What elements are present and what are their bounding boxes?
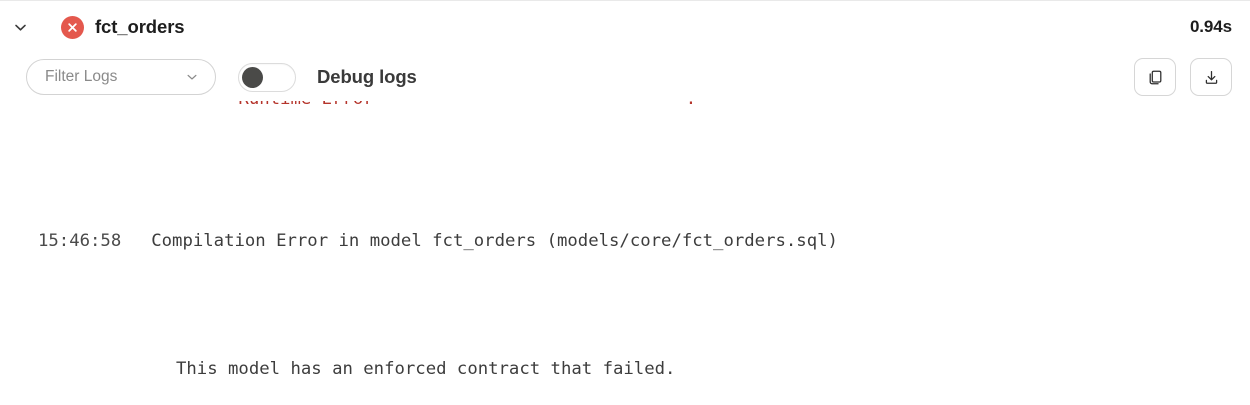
download-icon: [1203, 69, 1220, 86]
filter-logs-select[interactable]: Filter Logs: [26, 59, 216, 95]
toggle-knob: [242, 66, 263, 88]
debug-logs-label: Debug logs: [317, 66, 417, 87]
log-timestamp: 15:46:58: [38, 231, 122, 251]
debug-logs-toggle[interactable]: [238, 62, 296, 92]
collapse-toggle-button[interactable]: [6, 13, 34, 41]
log-entry-group: 15:46:58 Compilation Error in model fct_o…: [0, 129, 1250, 405]
status-badge-error: [61, 15, 84, 39]
log-line: This model has an enforced contract that…: [176, 359, 676, 379]
chevron-down-icon: [13, 20, 28, 35]
log-panel-toolbar: Filter Logs Debug logs: [0, 53, 1250, 101]
copy-logs-button[interactable]: [1134, 58, 1176, 96]
log-line-clipped-previous: Runtime Error .: [0, 101, 696, 115]
copy-icon: [1147, 69, 1164, 86]
log-message: Compilation Error in model fct_orders (m…: [151, 231, 838, 251]
error-x-icon: [66, 21, 79, 34]
download-logs-button[interactable]: [1190, 58, 1232, 96]
log-panel-header: fct_orders 0.94s: [0, 1, 1250, 53]
chevron-down-icon: [185, 70, 199, 84]
log-line: 15:46:58 Compilation Error in model fct_o…: [0, 225, 1250, 257]
filter-logs-label: Filter Logs: [45, 68, 118, 85]
elapsed-time: 0.94s: [1189, 17, 1232, 36]
log-output[interactable]: Runtime Error . 15:46:58 Compilation Erro…: [0, 101, 1250, 405]
page-title: fct_orders: [95, 16, 185, 37]
